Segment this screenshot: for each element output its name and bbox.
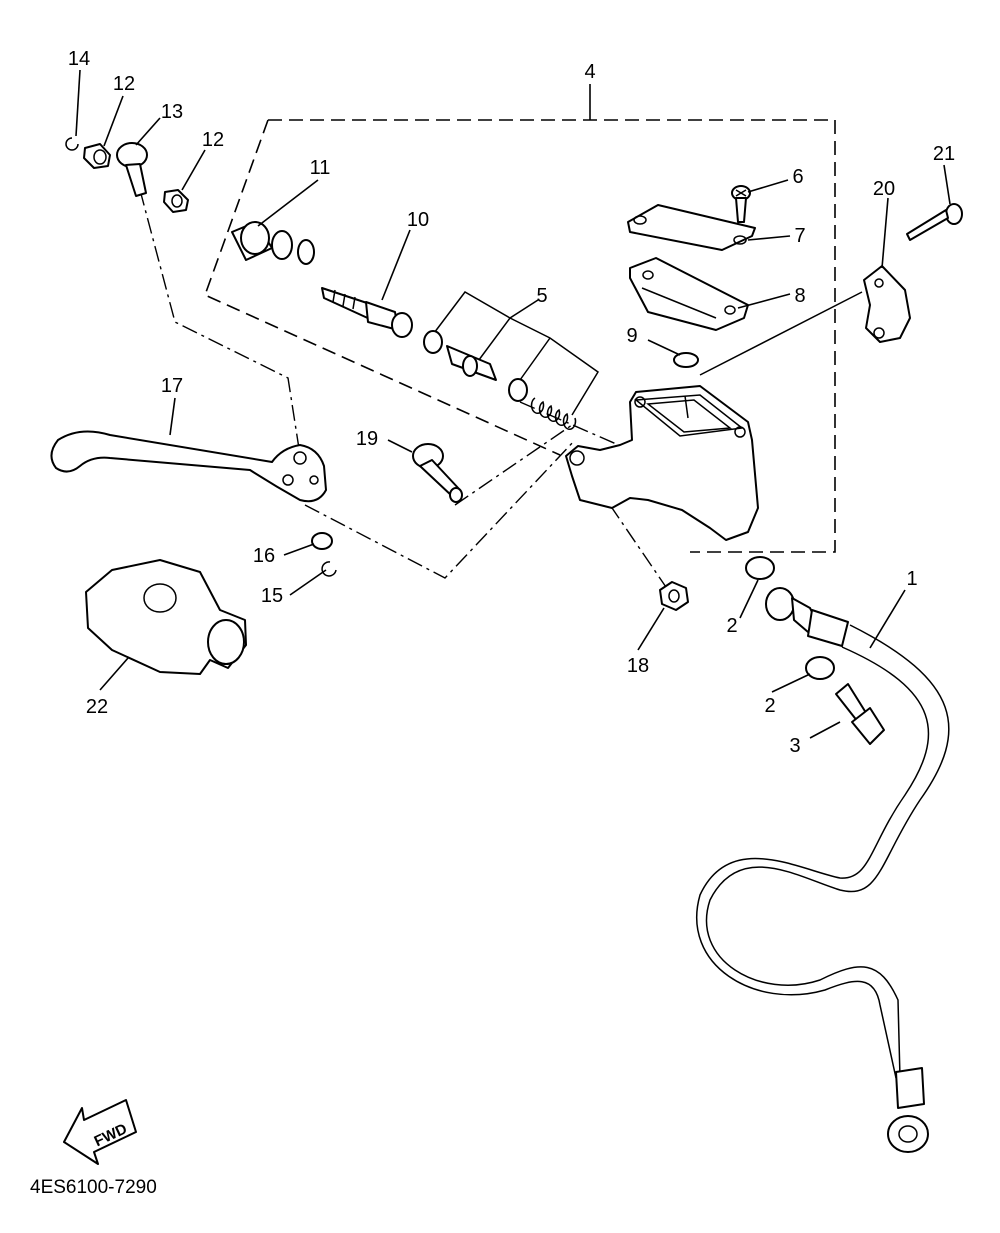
callout-c6: 6 (792, 166, 803, 188)
callout-c17: 17 (161, 375, 183, 397)
callout-c13: 13 (161, 101, 183, 123)
union-bolt-3 (835, 683, 885, 745)
nut-12-b (163, 189, 189, 213)
callout-c12a: 12 (113, 73, 135, 95)
alignment-lines (139, 189, 669, 591)
master-cylinder-body (565, 385, 759, 541)
callout-c18: 18 (627, 655, 649, 677)
callout-c15: 15 (261, 585, 283, 607)
holder-bracket-20 (699, 265, 911, 376)
callout-c21: 21 (933, 143, 955, 165)
nut-18 (659, 581, 689, 611)
callout-c2b: 2 (764, 695, 775, 717)
piston-kit-5 (423, 291, 600, 430)
callout-c9: 9 (626, 325, 637, 347)
assembly-4-dashed-outline (203, 119, 836, 553)
callout-c7: 7 (794, 225, 805, 247)
callout-c8: 8 (794, 285, 805, 307)
callout-c20: 20 (873, 178, 895, 200)
callout-c3: 3 (789, 735, 800, 757)
washer-16 (311, 532, 333, 550)
boot-11 (231, 221, 315, 265)
clutch-lever-17 (50, 430, 327, 503)
copper-washer-2-a (745, 556, 775, 580)
drawing-code: 4ES6100-7290 (30, 1177, 157, 1198)
callout-c14: 14 (68, 48, 90, 70)
push-rod-10 (321, 287, 413, 338)
reservoir-cap-7 (627, 204, 756, 251)
callout-c4: 4 (584, 61, 595, 83)
screw-6 (731, 185, 751, 223)
circlip-15 (321, 561, 337, 577)
callout-c22: 22 (86, 696, 108, 718)
bolt-19 (412, 443, 463, 503)
callout-c19: 19 (356, 428, 378, 450)
circlip-14 (65, 137, 79, 151)
pivot-bolt-13 (116, 142, 148, 197)
nut-12-a (83, 143, 111, 169)
callout-c10: 10 (407, 209, 429, 231)
callout-c5: 5 (536, 285, 547, 307)
callout-c12b: 12 (202, 129, 224, 151)
plug-9 (673, 352, 699, 368)
callout-c2a: 2 (726, 615, 737, 637)
leader-lines (75, 69, 951, 739)
bolt-21 (906, 203, 963, 241)
switch-housing-22 (85, 559, 247, 675)
fwd-arrow-icon: FWD (63, 1099, 137, 1165)
diaphragm-8 (629, 257, 749, 331)
callout-c16: 16 (253, 545, 275, 567)
clutch-hose-1 (696, 587, 950, 1153)
callout-c11: 11 (310, 157, 331, 179)
callout-c1: 1 (906, 568, 917, 590)
copper-washer-2-b (805, 656, 835, 680)
